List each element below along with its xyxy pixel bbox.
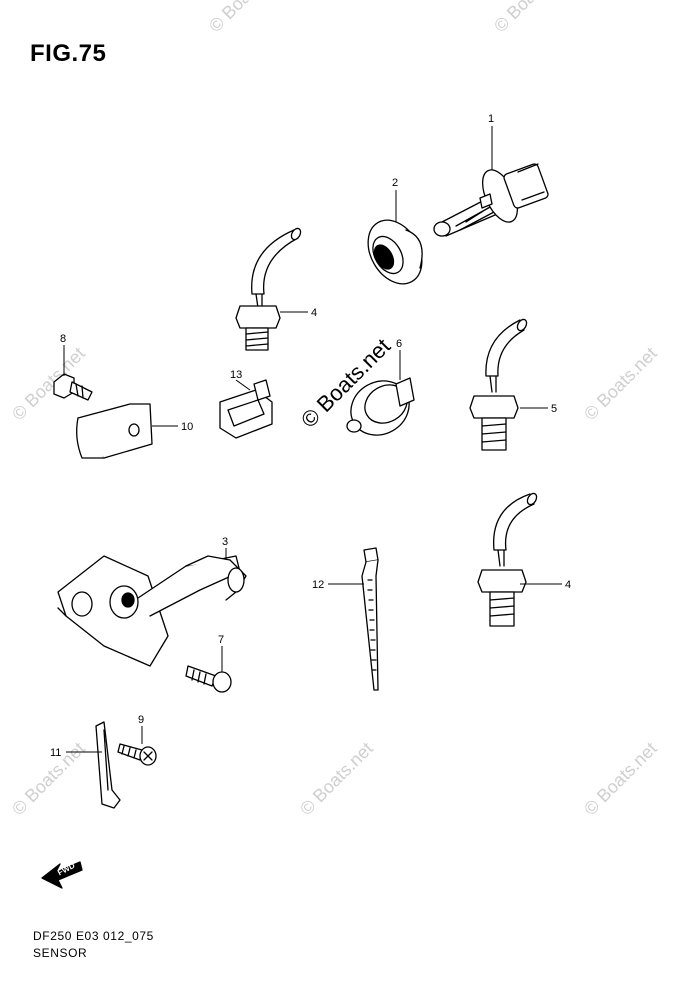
callout-8: 8 [60, 333, 66, 345]
part-13-holder [219, 379, 273, 439]
part-4-sensor-lower [477, 492, 538, 627]
callout-7: 7 [218, 634, 224, 646]
callout-5: 5 [551, 403, 557, 415]
part-10-clamp [76, 403, 153, 459]
callout-9: 9 [138, 714, 144, 726]
callout-4: 4 [311, 307, 317, 319]
callout-12: 12 [312, 579, 324, 591]
part-7-bolt [185, 665, 232, 693]
part-5-sensor [469, 318, 528, 451]
part-12-cable-tie [361, 547, 379, 691]
part-9-screw [117, 743, 157, 766]
callout-1: 1 [488, 113, 494, 125]
figure-code: DF250 E03 012_075 [33, 929, 154, 943]
callout-3: 3 [222, 536, 228, 548]
callout-13: 13 [230, 369, 242, 381]
part-1-sensor [433, 163, 549, 237]
fwd-arrow-icon [41, 861, 83, 889]
part-6-pressure-sensor [346, 377, 415, 436]
figure-name: SENSOR [33, 946, 88, 960]
callout-4-lower: 4 [565, 579, 571, 591]
figure-title: FIG.75 [30, 40, 107, 67]
part-4-sensor-upper [235, 227, 302, 351]
part-3-bracket [57, 555, 247, 667]
callout-11: 11 [50, 747, 61, 759]
part-11-strap [95, 721, 121, 809]
callout-10: 10 [181, 421, 193, 433]
part-2-grommet [367, 219, 423, 285]
part-8-bolt [53, 373, 93, 401]
callout-2: 2 [392, 177, 398, 189]
callout-6: 6 [396, 338, 402, 350]
